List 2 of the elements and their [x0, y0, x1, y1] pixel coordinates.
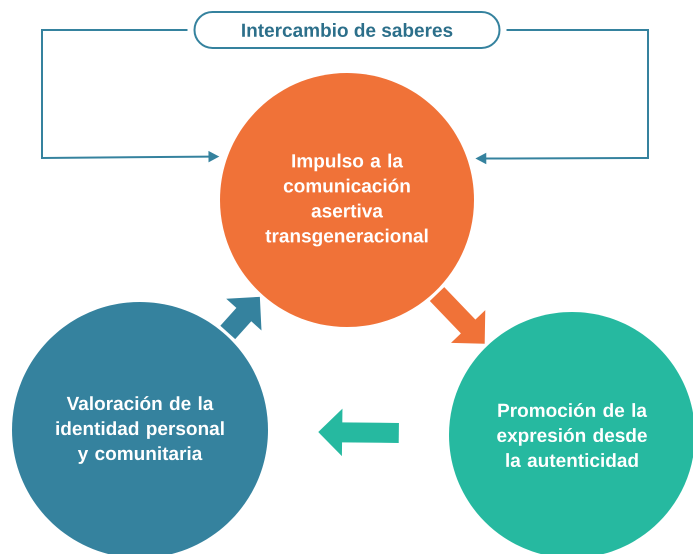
title-pill: Intercambio de saberes: [194, 11, 500, 49]
block-arrow: [430, 287, 486, 344]
